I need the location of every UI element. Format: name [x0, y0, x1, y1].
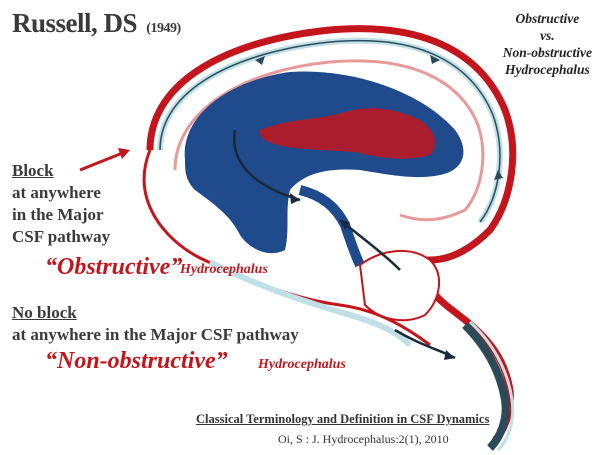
no-block-heading: No block — [12, 302, 299, 324]
block-line-3: CSF pathway — [12, 226, 110, 248]
lateral-ventricle — [185, 72, 464, 254]
cerebellum-region — [360, 251, 439, 320]
corner-line-2: vs. — [503, 27, 592, 44]
non-obstructive-term: “Non-obstructive” — [45, 348, 228, 375]
footer-citation: Oi, S : J. Hydrocephalus:2(1), 2010 — [278, 432, 449, 447]
corner-line-1: Obstructive — [503, 10, 592, 27]
title-author: Russell, DS — [12, 8, 137, 38]
obstructive-term: “Obstructive” — [45, 254, 182, 281]
no-block-text: No block at anywhere in the Major CSF pa… — [12, 302, 299, 346]
block-heading: Block — [12, 160, 110, 182]
footer-caption: Classical Terminology and Definition in … — [196, 412, 489, 427]
no-block-line-1: at anywhere in the Major CSF pathway — [12, 324, 299, 346]
block-line-1: at anywhere — [12, 182, 110, 204]
corner-line-3: Non-obstructive — [503, 44, 592, 61]
non-obstructive-suffix: Hydrocephalus — [258, 357, 346, 373]
title-year: (1949) — [146, 21, 180, 36]
corner-label: Obstructive vs. Non-obstructive Hydrocep… — [503, 10, 592, 78]
title: Russell, DS (1949) — [12, 8, 181, 39]
corner-line-4: Hydrocephalus — [503, 61, 592, 78]
block-line-2: in the Major — [12, 204, 110, 226]
spinal-canal — [465, 325, 506, 448]
obstructive-suffix: Hydrocephalus — [180, 262, 268, 278]
block-text: Block at anywhere in the Major CSF pathw… — [12, 160, 110, 248]
